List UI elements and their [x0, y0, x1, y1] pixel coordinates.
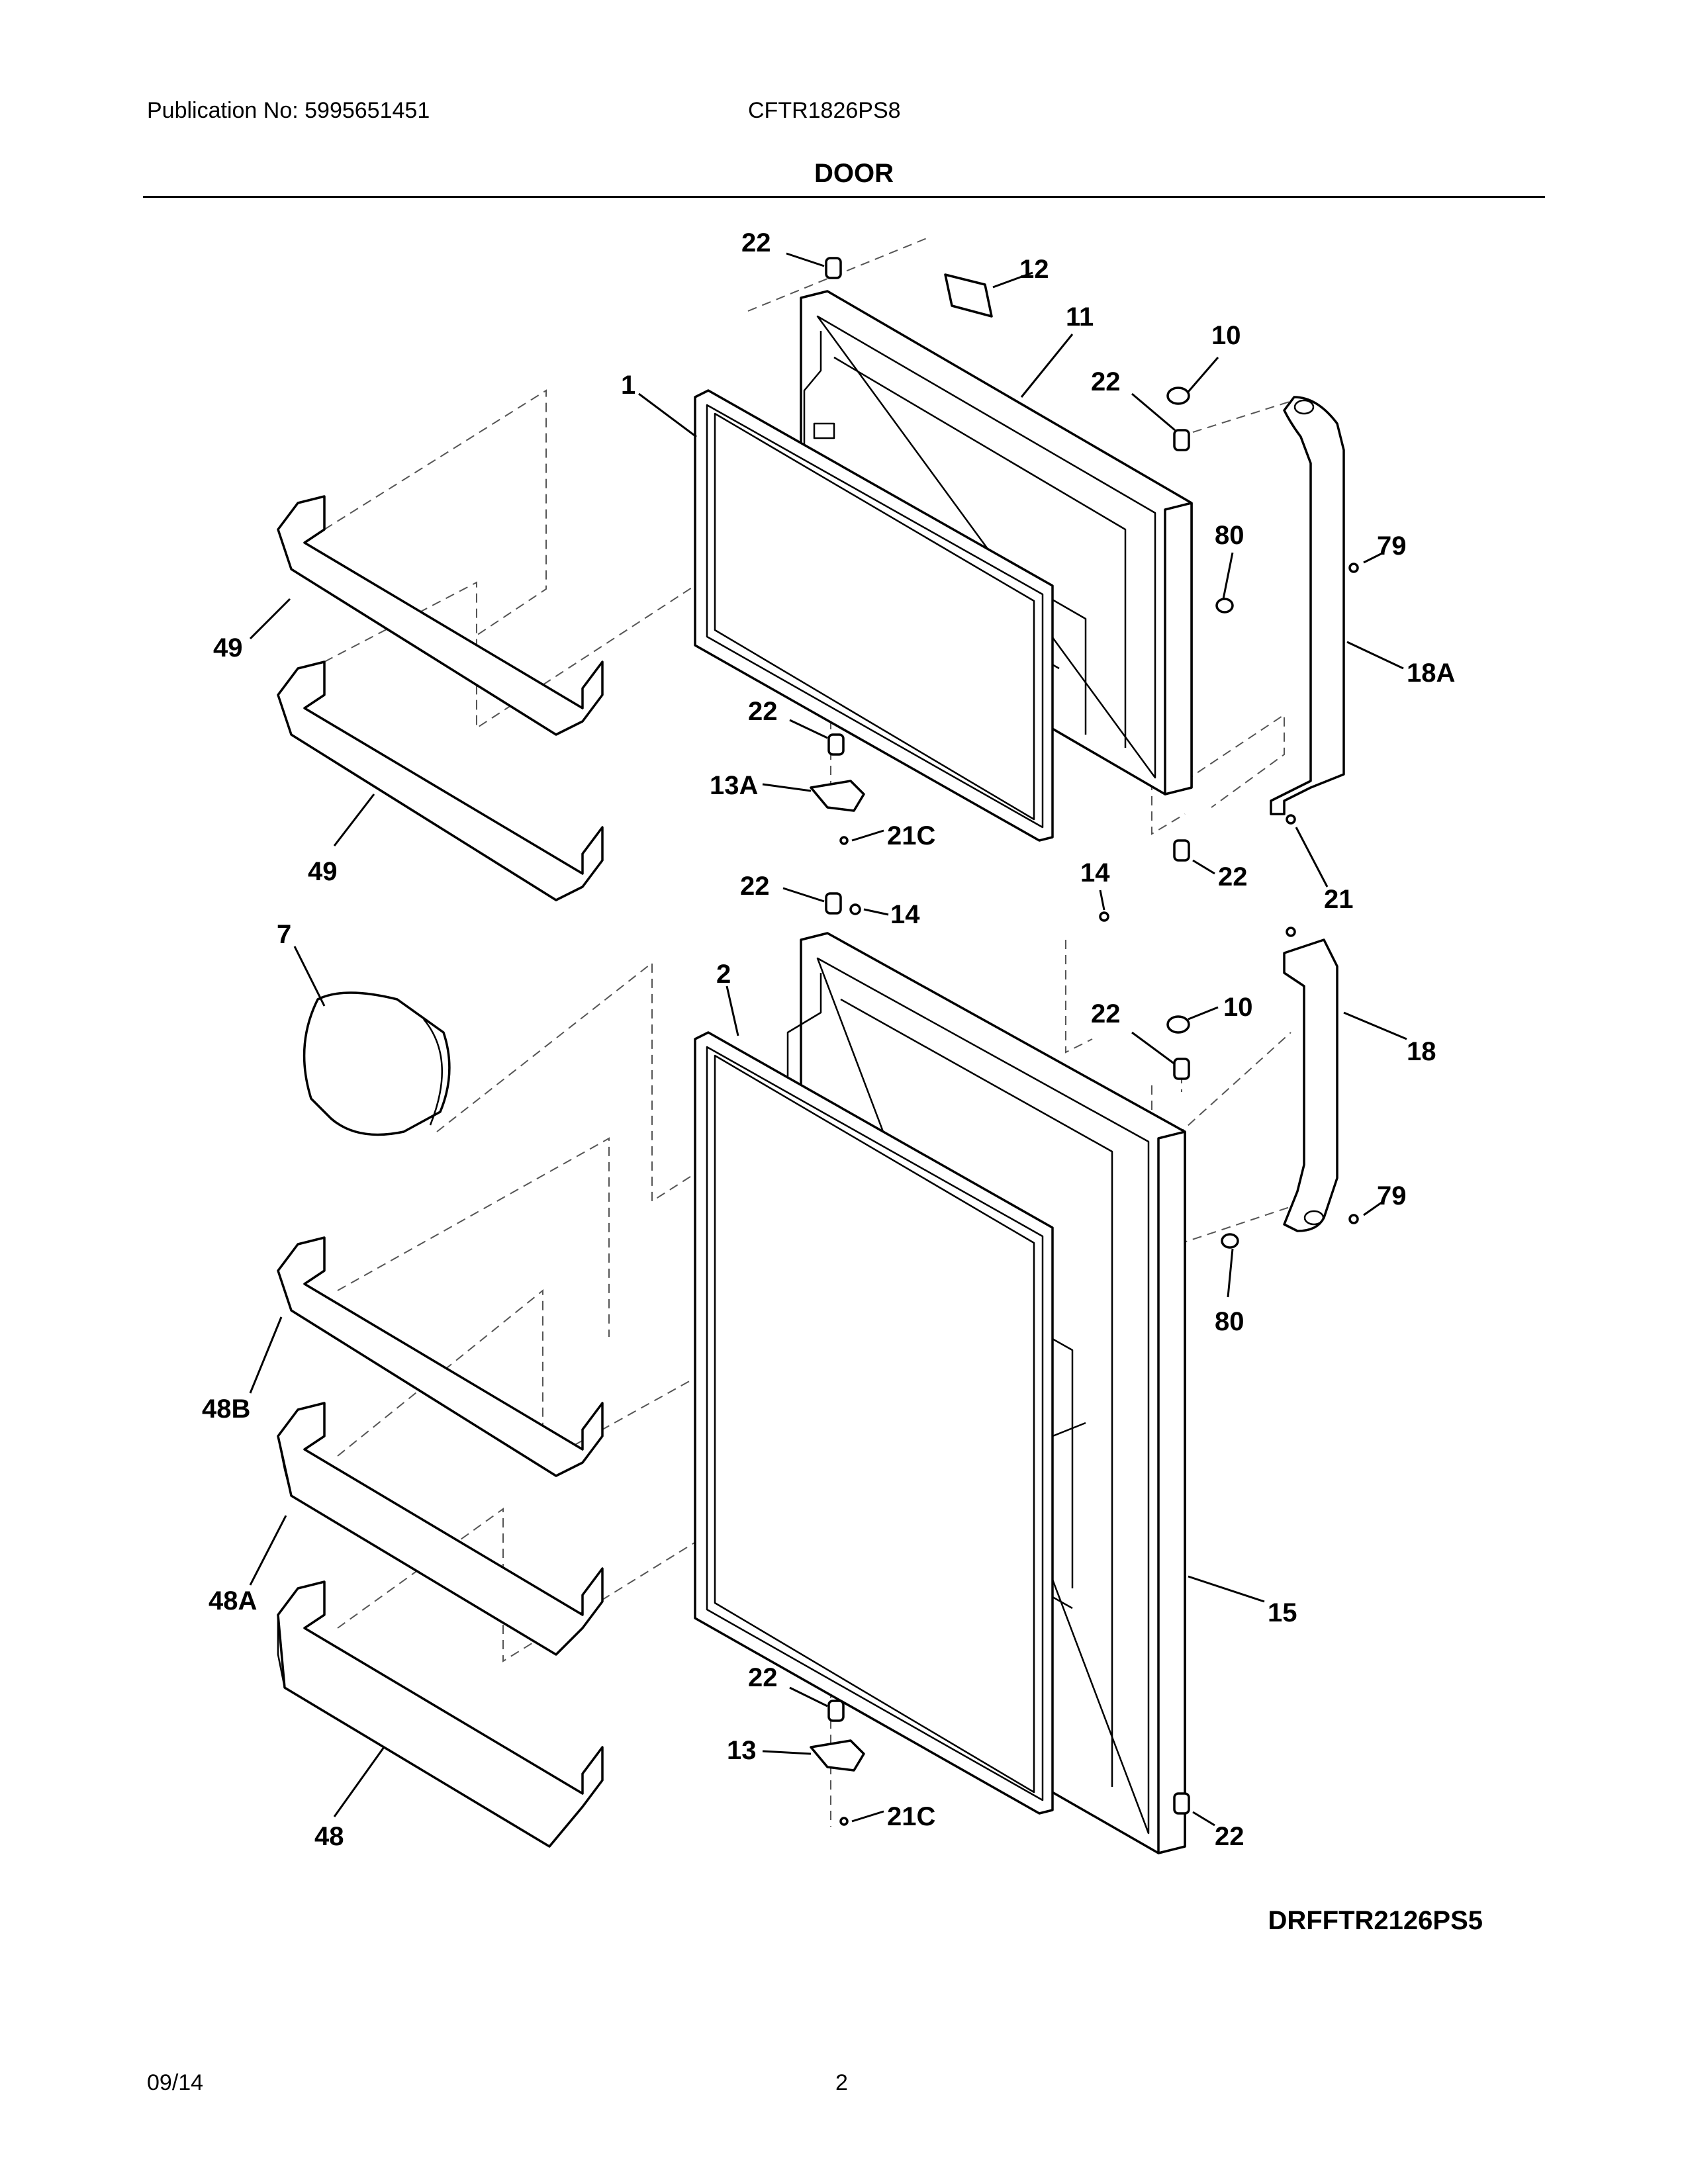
part-label: 22 — [1215, 1822, 1244, 1851]
fresh-food-gasket-2 — [694, 1031, 1054, 1815]
part-label: 11 — [1066, 302, 1094, 332]
part-label: 1 — [621, 371, 635, 400]
part-label: 10 — [1211, 321, 1241, 350]
part-label: 80 — [1215, 521, 1244, 550]
part-label: 79 — [1377, 531, 1407, 561]
part-label: 14 — [1080, 858, 1110, 887]
part-label: 13 — [727, 1736, 757, 1765]
part-label: 22 — [748, 697, 778, 726]
freezer-handle-18A — [1270, 396, 1345, 815]
part-label: 2 — [716, 960, 731, 989]
part-label: 13A — [710, 771, 758, 800]
title-rule — [143, 196, 1545, 198]
part-label: 7 — [277, 920, 291, 949]
part-label: 79 — [1377, 1181, 1407, 1210]
part-label: 21C — [887, 821, 935, 850]
door-bin-49-lower — [277, 660, 604, 901]
part-label: 48B — [202, 1394, 250, 1424]
part-label: 22 — [748, 1663, 778, 1692]
part-label: 80 — [1215, 1307, 1244, 1336]
page-title: DOOR — [814, 159, 894, 188]
part-label: 22 — [1091, 367, 1121, 396]
publication-number: Publication No: 5995651451 — [147, 98, 430, 123]
part-label: 49 — [308, 857, 338, 886]
part-labels: 22 12 11 10 22 1 80 79 18A 49 49 22 13A … — [202, 228, 1455, 1851]
part-label: 22 — [1218, 862, 1248, 891]
freezer-gasket-1 — [694, 389, 1054, 842]
leader-lines — [249, 252, 1407, 1827]
part-label: 22 — [740, 872, 770, 901]
part-label: 49 — [213, 633, 243, 662]
dairy-door-7 — [303, 991, 451, 1136]
part-label: 18A — [1407, 659, 1455, 688]
model-number: CFTR1826PS8 — [748, 98, 901, 123]
diagram-code: DRFFTR2126PS5 — [1268, 1906, 1483, 1935]
hardware-parts — [810, 257, 1359, 1826]
part-label: 21 — [1324, 885, 1354, 914]
part-label: 22 — [1091, 999, 1121, 1028]
part-label: 48 — [314, 1822, 344, 1851]
part-label: 12 — [1019, 255, 1049, 284]
door-bin-48A — [277, 1402, 604, 1656]
door-bin-48B — [277, 1236, 604, 1477]
part-label: 21C — [887, 1802, 935, 1831]
part-label: 10 — [1223, 993, 1253, 1022]
door-bin-48 — [277, 1580, 604, 1848]
page-number: 2 — [835, 2070, 848, 2095]
door-bin-49-upper — [277, 495, 604, 736]
footer-date: 09/14 — [147, 2070, 204, 2095]
part-label: 22 — [741, 228, 771, 257]
part-label: 15 — [1268, 1598, 1297, 1627]
part-label: 14 — [890, 900, 920, 929]
fresh-food-handle-18 — [1283, 938, 1338, 1232]
part-label: 18 — [1407, 1037, 1436, 1066]
part-label: 48A — [209, 1586, 257, 1615]
